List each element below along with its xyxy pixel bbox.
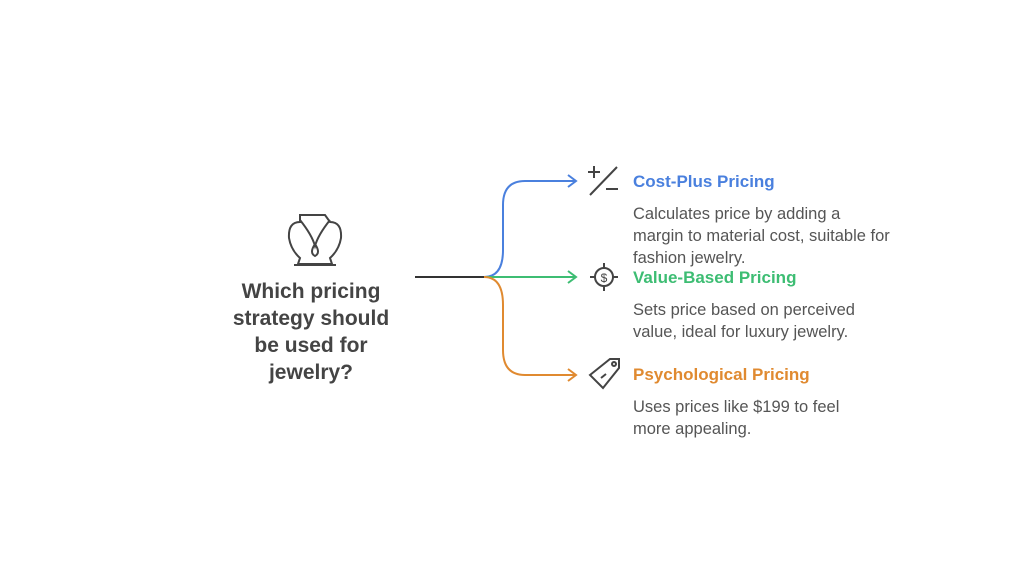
- branch-cost: [483, 174, 578, 278]
- dollar-target-icon: $: [590, 263, 618, 291]
- psychological-desc: Uses prices like $199 to feel more appea…: [633, 398, 840, 438]
- branch-value: [484, 270, 578, 284]
- plus-minus-icon: [588, 166, 618, 196]
- svg-text:$: $: [601, 271, 608, 285]
- value-based-desc: Sets price based on perceived value, ide…: [633, 301, 855, 341]
- price-tag-icon: [588, 358, 620, 390]
- question-text: Which pricing strategy should be used fo…: [232, 280, 390, 384]
- necklace-icon: [287, 214, 343, 266]
- value-based-title: Value-Based Pricing: [633, 268, 797, 287]
- branch-psych: [483, 276, 578, 382]
- cost-plus-title: Cost-Plus Pricing: [633, 172, 775, 191]
- cost-plus-desc: Calculates price by adding a margin to m…: [633, 205, 890, 267]
- psychological-title: Psychological Pricing: [633, 365, 810, 384]
